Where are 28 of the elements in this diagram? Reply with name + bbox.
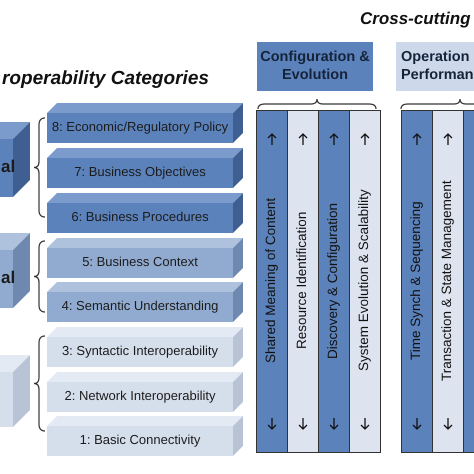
category-label: 5: Business Context <box>81 254 199 269</box>
category-column <box>256 110 288 453</box>
category-label: 8: Economic/Regulatory Policy <box>50 119 230 134</box>
category-header <box>396 42 474 91</box>
section-heading: Cross-cutting <box>360 9 470 29</box>
column-label: Transaction & State Management <box>439 179 454 383</box>
category-header <box>257 42 373 91</box>
block-label: al <box>1 157 16 177</box>
category-label: 3: Syntactic Interoperability <box>60 343 220 358</box>
category-column <box>318 110 350 453</box>
category-label: 1: Basic Connectivity <box>78 432 202 447</box>
category-column <box>287 110 319 453</box>
column-label: Resource Identification <box>294 210 309 352</box>
category-column <box>349 110 381 453</box>
block-label: al <box>1 268 16 288</box>
section-heading: roperability Categories <box>2 68 209 90</box>
category-label: 6: Business Procedures <box>70 209 210 224</box>
column-label: Time Synch & Sequencing <box>408 200 423 362</box>
column-label: Shared Meaning of Content <box>263 196 278 366</box>
header-label: Operation Performan <box>401 48 474 84</box>
column-label: System Evolution & Scalability <box>356 188 371 374</box>
category-column <box>401 110 433 453</box>
header-label: Configuration & Evolution <box>259 48 371 84</box>
category-label: 2: Network Interoperability <box>63 388 216 403</box>
column-label: Discovery & Configuration <box>325 201 340 361</box>
category-column <box>432 110 464 453</box>
category-label: 4: Semantic Understanding <box>60 298 220 313</box>
category-label: 7: Business Objectives <box>73 164 207 179</box>
